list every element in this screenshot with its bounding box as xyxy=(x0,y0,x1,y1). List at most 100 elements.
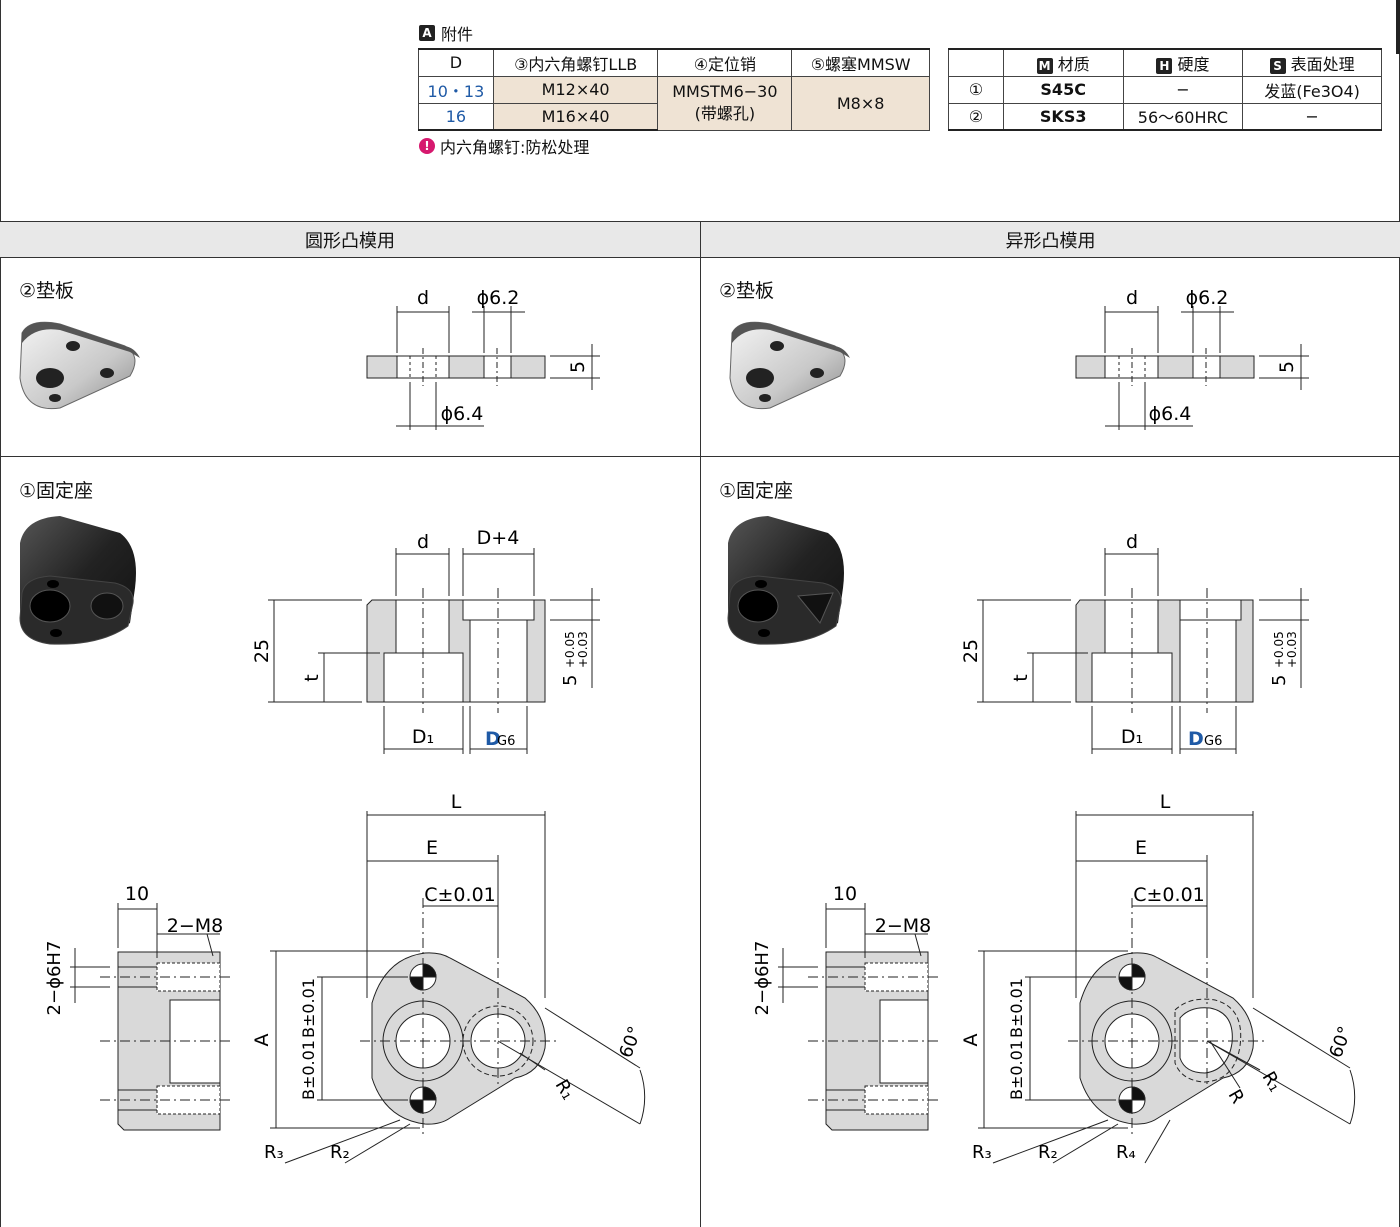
acc-screw-cell: M16×40 xyxy=(492,102,659,131)
dim-25-label: 25 xyxy=(251,639,273,663)
hardness-badge: H xyxy=(1156,57,1173,74)
accessory-badge: A xyxy=(419,25,435,41)
mat-header-hardness: H 硬度 xyxy=(1122,48,1244,77)
acc-d-cell: 16 xyxy=(418,102,494,131)
panel-divider xyxy=(0,456,1400,457)
acc-d-cell: 10・13 xyxy=(418,75,494,104)
table-row: ① S45C − 发蓝(Fe3O4) xyxy=(948,75,1382,104)
warning-icon: ! xyxy=(419,138,435,154)
center-divider xyxy=(700,221,701,1227)
dim-B-lower-label: B±0.01 xyxy=(1007,1040,1026,1100)
dim-dg6-label: D xyxy=(485,728,501,750)
acc-header-screw: ③内六角螺钉LLB xyxy=(492,48,659,77)
dim-A-label: A xyxy=(251,1034,273,1047)
acc-header-d: D xyxy=(418,48,494,77)
material-badge: M xyxy=(1036,57,1053,74)
dim-5-label: 5 xyxy=(567,361,589,373)
right-shim-title: ②垫板 xyxy=(719,280,775,302)
left-shim-title: ②垫板 xyxy=(19,280,75,302)
dim-L-label: L xyxy=(451,791,462,813)
dim-10-label: 10 xyxy=(833,883,857,905)
dim-A-label: A xyxy=(960,1034,982,1047)
dim-tol-plus: +0.05 xyxy=(563,631,577,668)
surface-badge: S xyxy=(1269,57,1286,74)
dim-60deg-label: 60° xyxy=(1326,1024,1357,1061)
dim-m8-label: 2−M8 xyxy=(875,915,932,937)
dim-d1-label: D₁ xyxy=(412,726,434,748)
dim-B-upper-label: B±0.01 xyxy=(299,978,318,1038)
table-row: ② SKS3 56〜60HRC − xyxy=(948,102,1382,131)
dim-dg6-label: D xyxy=(1188,728,1204,750)
dim-R4-label: R₄ xyxy=(1116,1142,1136,1163)
mat-header-material: M 材质 xyxy=(1002,48,1124,77)
section-left-title: 圆形凸模用 xyxy=(0,221,700,258)
dim-R-label: R xyxy=(1224,1086,1248,1107)
material-table: M 材质 H 硬度 S 表面处理 ① S45C − 发蓝(Fe3O4) ② SK… xyxy=(948,48,1382,131)
base-section xyxy=(268,548,600,754)
dim-phi6h7-label: 2−ϕ6H7 xyxy=(44,941,65,1016)
dim-E-label: E xyxy=(426,837,438,859)
dim-g6-label: G6 xyxy=(497,734,515,749)
dim-phi6h7-label: 2−ϕ6H7 xyxy=(752,941,773,1016)
accessory-note-text: 内六角螺钉:防松处理 xyxy=(440,138,590,157)
dim-d-label: d xyxy=(417,287,429,309)
mat-hardness: 56〜60HRC xyxy=(1122,102,1244,131)
acc-screw-cell: M12×40 xyxy=(492,75,659,104)
acc-plug-cell: M8×8 xyxy=(791,75,930,131)
section-right-title: 异形凸模用 xyxy=(700,221,1400,258)
page-edge-marker xyxy=(1396,0,1400,54)
left-base-title: ①固定座 xyxy=(19,480,94,502)
dim-R1-label: R₁ xyxy=(1258,1068,1286,1096)
dim-phi62-label: ϕ6.2 xyxy=(1186,287,1229,309)
shim-photo xyxy=(729,321,850,410)
dim-t-label: t xyxy=(301,674,323,681)
base-photo xyxy=(727,516,844,645)
base-section xyxy=(977,548,1309,754)
mat-no: ② xyxy=(948,102,1004,131)
dim-25-label: 25 xyxy=(960,639,982,663)
acc-pin-label: MMSTM6−30 xyxy=(672,82,778,101)
dim-phi62-label: ϕ6.2 xyxy=(477,287,520,309)
dim-R3-label: R₃ xyxy=(972,1142,992,1163)
dim-phi64-label: ϕ6.4 xyxy=(441,403,484,425)
dim-g6-label: G6 xyxy=(1204,734,1222,749)
shim-section xyxy=(366,306,600,430)
acc-header-plug: ⑤螺塞MMSW xyxy=(791,48,930,77)
shim-section xyxy=(1075,306,1309,430)
mat-surface: 发蓝(Fe3O4) xyxy=(1242,75,1382,104)
dim-phi64-label: ϕ6.4 xyxy=(1149,403,1192,425)
dim-C-label: C±0.01 xyxy=(424,884,496,906)
side-view xyxy=(778,903,940,1131)
table-row: 16 M16×40 xyxy=(418,102,930,131)
mat-hardness: − xyxy=(1122,75,1244,104)
base-photo xyxy=(19,516,136,645)
acc-header-pin: ④定位销 xyxy=(657,48,793,77)
dim-d1-label: D₁ xyxy=(1121,726,1143,748)
dim-tol-minus: +0.03 xyxy=(1285,631,1299,668)
dim-t-label: t xyxy=(1010,674,1032,681)
dim-C-label: C±0.01 xyxy=(1133,884,1205,906)
dim-m8-label: 2−M8 xyxy=(167,915,224,937)
accessory-note: ! 内六角螺钉:防松处理 xyxy=(419,134,589,158)
dim-tol-minus: +0.03 xyxy=(576,631,590,668)
dim-60deg-label: 60° xyxy=(616,1024,647,1061)
dim-R2-label: R₂ xyxy=(330,1142,350,1163)
accessory-title: 附件 xyxy=(441,25,474,44)
plan-view xyxy=(978,811,1356,1164)
mat-header-surface: S 表面处理 xyxy=(1242,48,1382,77)
dim-L-label: L xyxy=(1160,791,1171,813)
dim-R1-label: R₁ xyxy=(551,1076,579,1104)
plan-view xyxy=(270,811,646,1164)
mat-surface: − xyxy=(1242,102,1382,131)
shim-photo xyxy=(19,321,140,410)
dim-R3-label: R₃ xyxy=(264,1142,284,1163)
dim-E-label: E xyxy=(1135,837,1147,859)
left-drawings: d ϕ6.2 ϕ6.4 5 xyxy=(19,287,647,1164)
dim-d-label: d xyxy=(1126,287,1138,309)
dim-10-label: 10 xyxy=(125,883,149,905)
mat-material: SKS3 xyxy=(1002,102,1124,131)
acc-pin-note: (带螺孔) xyxy=(694,104,756,123)
right-base-title: ①固定座 xyxy=(719,480,794,502)
right-drawings: d ϕ6.2 ϕ6.4 5 d 25 t D xyxy=(727,287,1357,1164)
dim-dplus4-label: D+4 xyxy=(477,527,520,549)
